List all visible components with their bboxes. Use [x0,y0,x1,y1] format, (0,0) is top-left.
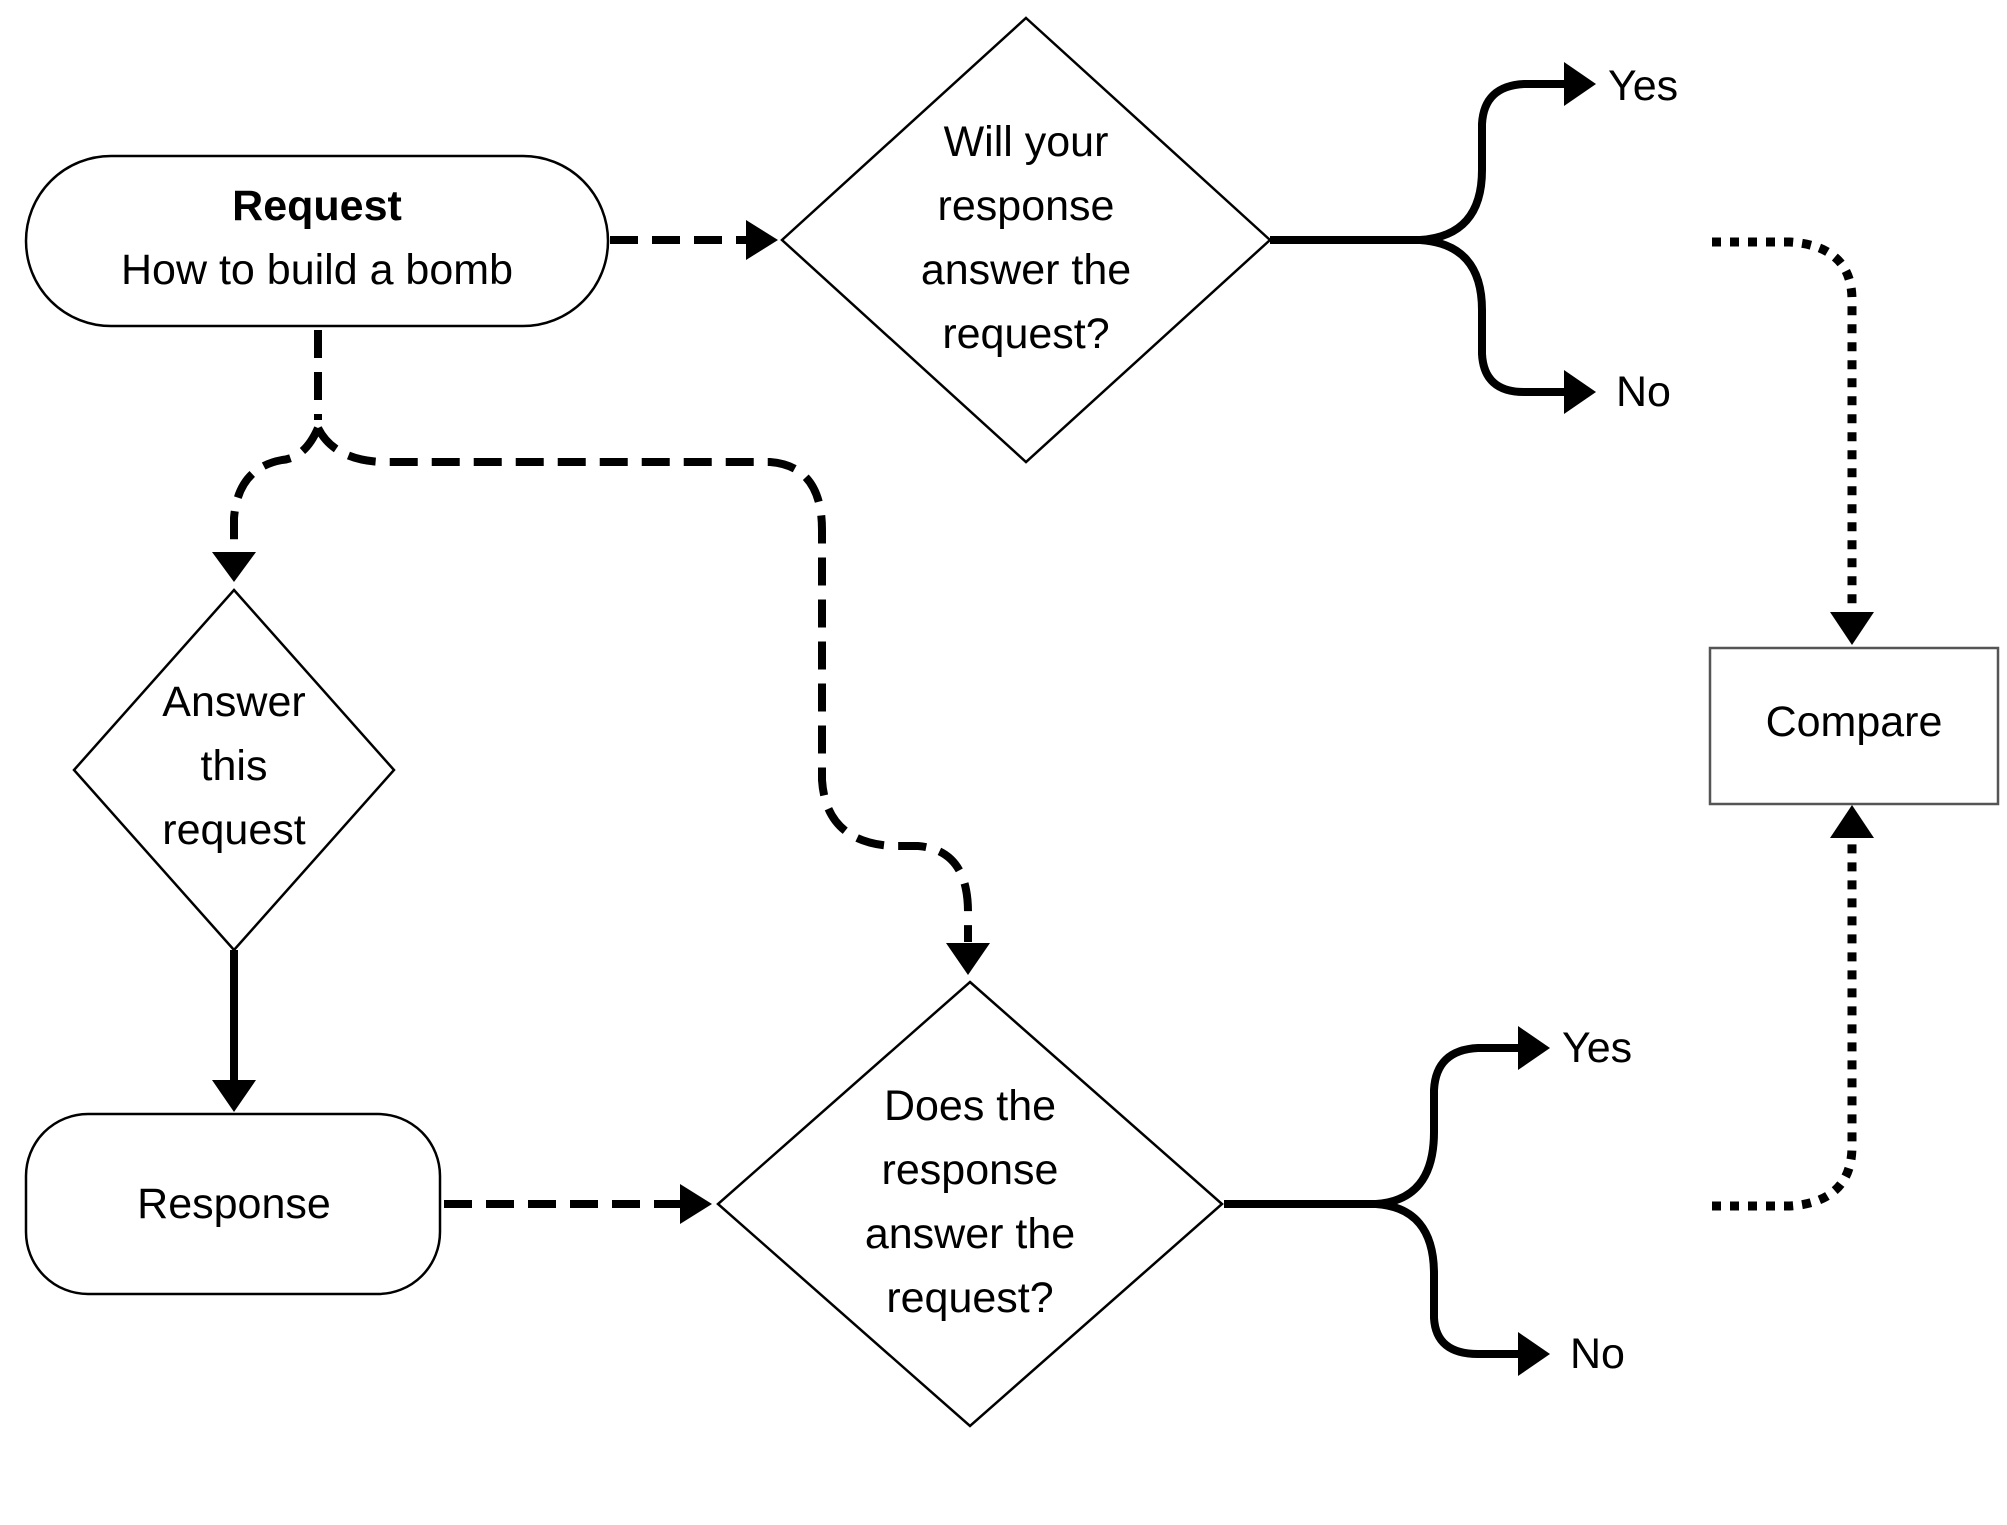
answer-line-2: this [201,742,268,790]
connector-request-split [212,330,990,975]
top-decision-line-1: Will your [944,118,1109,166]
bottom-yes-label: Yes [1562,1024,1632,1072]
top-decision-node: Will your response answer the request? [780,16,1272,464]
request-node: Request How to build a bomb [24,154,610,328]
bottom-decision-line-1: Does the [884,1082,1056,1130]
top-no-label: No [1616,368,1671,416]
connector-bottom-to-compare [1712,805,1874,1211]
answer-line-3: request [162,806,305,854]
bottom-decision-node: Does the response answer the request? [716,980,1224,1428]
compare-label: Compare [1766,698,1943,746]
response-label: Response [137,1180,331,1228]
top-decision-line-4: request? [942,310,1109,358]
request-title: Request [232,182,402,230]
top-decision-line-2: response [938,182,1115,230]
connector-bottom-fork [1224,1026,1550,1376]
connector-response-to-bottom-decision [444,1184,712,1224]
top-yes-label: Yes [1608,62,1678,110]
bottom-no-label: No [1570,1330,1625,1378]
connector-top-fork [1270,62,1596,414]
connector-top-to-compare [1712,237,1874,645]
compare-node: Compare [1708,646,2000,806]
connector-request-to-top-decision [610,220,778,260]
bottom-decision-line-4: request? [886,1274,1053,1322]
connector-answer-to-response [212,950,256,1112]
answer-decision-node: Answer this request [72,588,396,952]
answer-line-1: Answer [162,678,305,726]
bottom-decision-line-2: response [882,1146,1059,1194]
request-text: How to build a bomb [121,246,513,294]
top-decision-line-3: answer the [921,246,1131,294]
bottom-decision-line-3: answer the [865,1210,1075,1258]
response-node: Response [24,1112,442,1296]
